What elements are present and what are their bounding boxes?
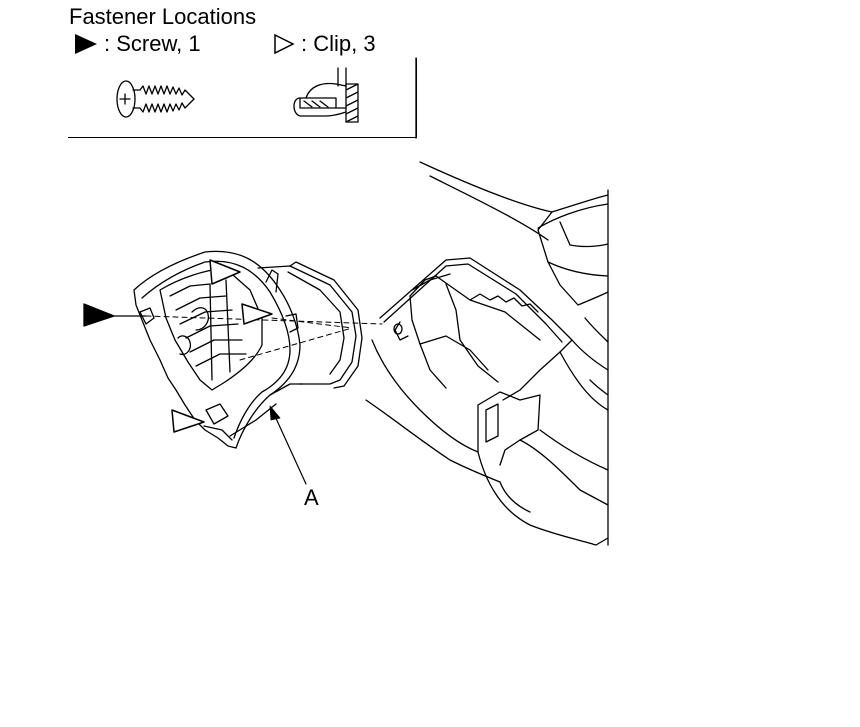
outline-triangle-icon [274,33,295,55]
air-vent-assembly [133,250,363,449]
legend-screw-row: : Screw, 1 [74,31,201,57]
clip-marker-middle [239,303,353,361]
legend-clip-label: : Clip, 3 [301,31,376,56]
legend-clip-row: : Clip, 3 [273,31,376,57]
clip-icon [293,67,359,123]
dashboard-panel [365,161,609,546]
callout-a-leader [269,405,307,485]
screw-marker [83,303,383,327]
filled-triangle-icon [75,34,97,54]
clip-marker-lower [171,409,205,433]
legend-screw-label: : Screw, 1 [104,31,201,56]
screw-icon [116,80,195,118]
callout-a-label: A [304,485,319,510]
legend-title: Fastener Locations [69,4,257,29]
clip-marker-upper [209,259,241,285]
